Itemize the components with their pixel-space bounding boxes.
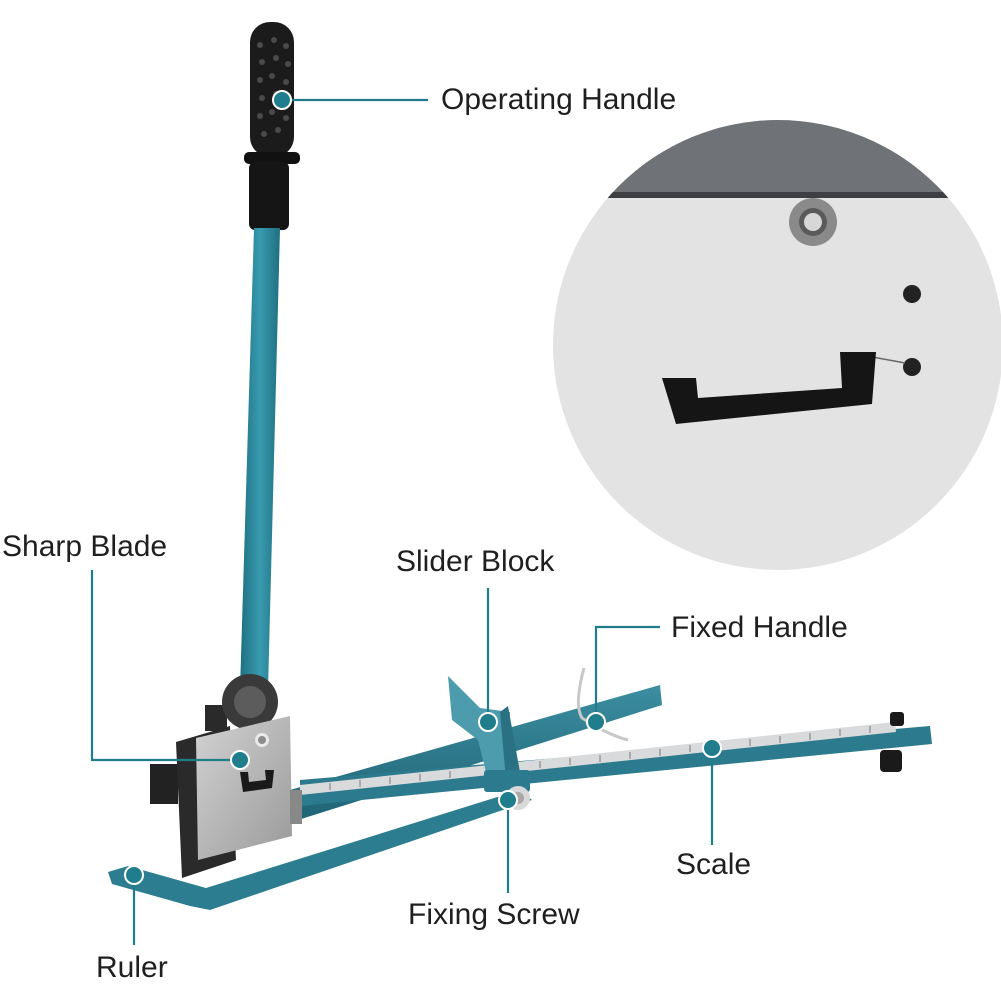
blade-profile-slot [662,352,876,424]
foot-icon [880,750,902,772]
callout-line-fixed-handle [594,625,660,722]
callout-dot-fixed-handle [586,712,606,732]
callout-dot-slider-block [478,712,498,732]
ruler-tray [108,790,532,910]
callout-dot-scale [702,738,722,758]
callout-dot-ruler [124,865,144,885]
scale-bar [300,712,932,806]
cutting-head [150,674,302,878]
blade-top-edge [553,120,1001,198]
label-slider-block: Slider Block [396,545,555,578]
label-ruler: Ruler [96,951,168,984]
label-fixing-screw: Fixing Screw [408,898,580,931]
label-sharp-blade: Sharp Blade [2,530,168,563]
blade-slot [240,770,274,792]
operating-handle-grip [244,22,300,230]
callout-dot-operating-handle [272,90,292,110]
callout-dot-sharp-blade [230,750,250,770]
hole-icon [903,358,921,376]
callout-lines [90,98,714,945]
blade-detail-zoom [553,120,1001,570]
label-operating-handle: Operating Handle [441,83,677,116]
hole-icon [903,285,921,303]
callout-dot-fixing-screw [498,790,518,810]
slider-block [448,676,530,810]
handle-pole [240,228,280,690]
fixed-handle-wire [576,667,629,742]
label-scale: Scale [676,848,752,881]
callout-line-sharp-blade [90,570,240,762]
callout-dots [124,90,722,885]
label-fixed-handle: Fixed Handle [671,611,848,644]
